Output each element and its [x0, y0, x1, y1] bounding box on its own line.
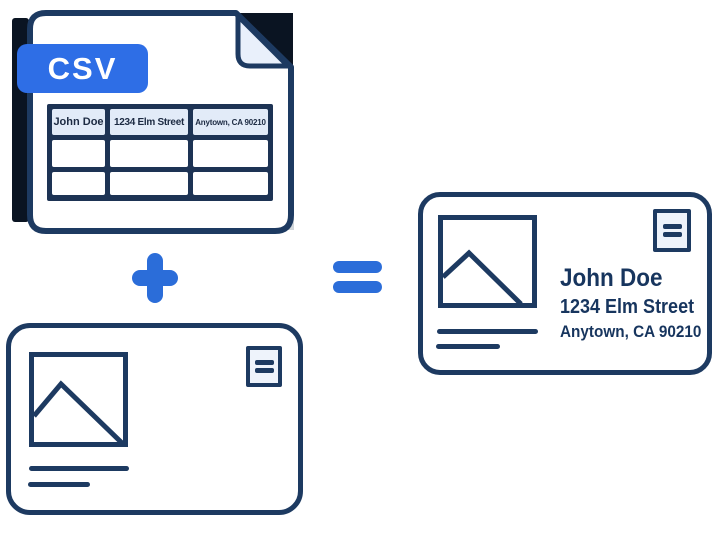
csv-badge-label: CSV	[47, 51, 118, 86]
text-line-icon	[28, 482, 90, 487]
table-empty-cell	[110, 172, 188, 195]
stamp-icon	[653, 209, 691, 252]
result-postcard-icon: John Doe 1234 Elm Street Anytown, CA 902…	[418, 192, 712, 375]
template-postcard-icon	[6, 323, 303, 515]
text-line-icon	[436, 344, 500, 349]
recipient-street: 1234 Elm Street	[560, 296, 695, 318]
table-header-cell: Anytown, CA 90210	[193, 109, 268, 135]
equals-icon	[333, 261, 382, 293]
csv-file-icon: CSV John Doe 1234 Elm Street Anytown, CA…	[0, 0, 310, 245]
csv-table: John Doe 1234 Elm Street Anytown, CA 902…	[47, 104, 273, 201]
stamp-icon	[246, 346, 282, 387]
folded-corner-icon	[235, 13, 291, 69]
table-empty-cell	[110, 140, 188, 167]
plus-icon	[132, 253, 178, 303]
table-empty-cell	[52, 140, 105, 167]
table-header-text: 1234 Elm Street	[114, 116, 184, 128]
recipient-name: John Doe	[560, 264, 663, 292]
table-empty-cell	[193, 172, 268, 195]
table-empty-cell	[52, 172, 105, 195]
table-header-cell: John Doe	[52, 109, 105, 135]
image-placeholder-icon	[29, 352, 128, 447]
recipient-address: John Doe 1234 Elm Street Anytown, CA 902…	[560, 263, 701, 343]
csv-badge: CSV	[17, 44, 148, 93]
recipient-city-state-zip: Anytown, CA 90210	[560, 322, 702, 341]
text-line-icon	[437, 329, 538, 334]
mountain-icon	[443, 249, 523, 303]
table-header-text: Anytown, CA 90210	[195, 117, 266, 127]
text-line-icon	[29, 466, 129, 471]
image-placeholder-icon	[438, 215, 537, 308]
table-header-cell: 1234 Elm Street	[110, 109, 188, 135]
mountain-icon	[34, 380, 123, 442]
table-empty-cell	[193, 140, 268, 167]
table-header-text: John Doe	[53, 116, 104, 128]
